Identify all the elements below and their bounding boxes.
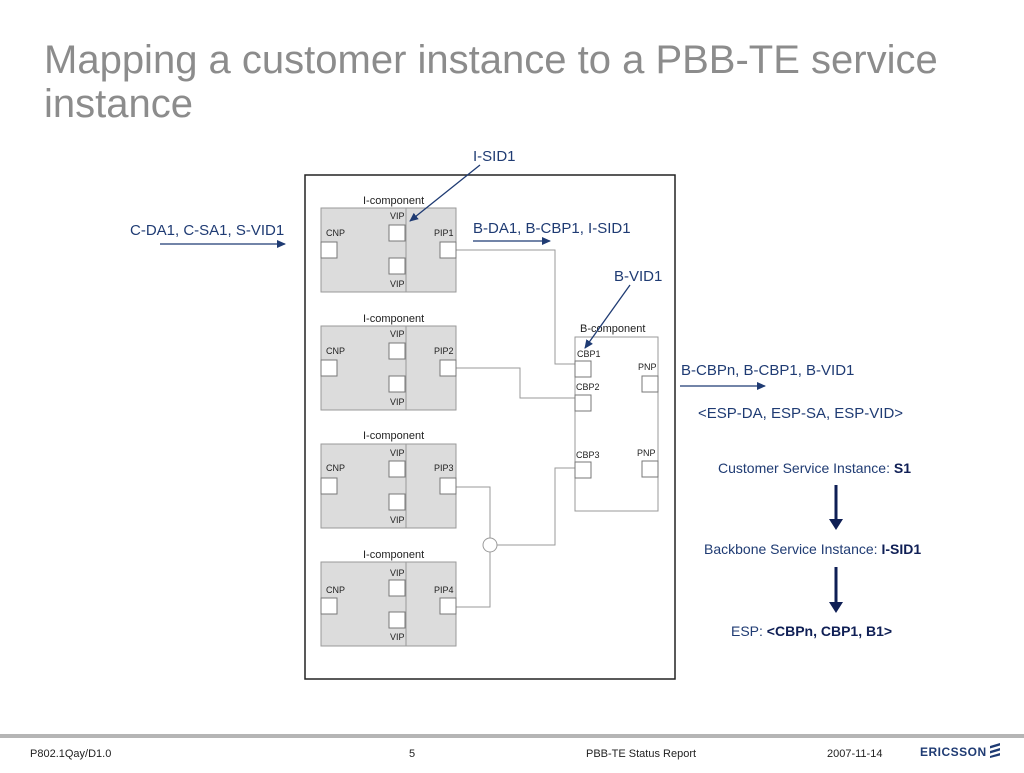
i-component-title: I-component	[363, 430, 424, 442]
pip-label: PIP4	[434, 585, 454, 595]
slide-title: Mapping a customer instance to a PBB-TE …	[44, 38, 938, 126]
vip-top-label: VIP	[390, 211, 405, 221]
cnp-label: CNP	[326, 585, 345, 595]
backbone-service-instance: Backbone Service Instance: I-SID1	[704, 541, 921, 557]
backbone-out-label: B-CBPn, B-CBP1, B-VID1	[681, 362, 854, 379]
cnp-port	[320, 241, 338, 259]
customer-frame-label: C-DA1, C-SA1, S-VID1	[130, 222, 284, 239]
mapping-arrows	[829, 485, 843, 613]
junction-node	[482, 537, 498, 553]
vip-top-label: VIP	[390, 329, 405, 339]
pnp-port	[641, 375, 659, 393]
cbp3-port	[574, 461, 592, 479]
i-component-title: I-component	[363, 195, 424, 207]
i-component-title: I-component	[363, 313, 424, 325]
footer-page-number: 5	[409, 748, 416, 760]
vip-top-label: VIP	[390, 448, 405, 458]
pnp-port	[641, 460, 659, 478]
cbp1-label: CBP1	[577, 349, 601, 359]
pip-port	[439, 477, 457, 495]
pip-port	[439, 241, 457, 259]
esp-tuple-label: <ESP-DA, ESP-SA, ESP-VID>	[698, 405, 903, 422]
cnp-port	[320, 359, 338, 377]
isid-arrow	[409, 164, 481, 222]
cnp-label: CNP	[326, 463, 345, 473]
footer-doc-id: P802.1Qay/D1.0	[30, 748, 112, 760]
bvid-arrow	[584, 284, 631, 349]
customer-service-instance-value: S1	[893, 460, 911, 476]
pip-cbp-connectors	[456, 249, 575, 608]
vip-bottom-label: VIP	[390, 632, 405, 642]
footer-divider	[0, 734, 1024, 738]
pnp-label: PNP	[637, 448, 656, 458]
i-component-3: I-component VIP CNP PIP3 VIP	[320, 430, 457, 529]
customer-service-instance: Customer Service Instance: S1	[718, 460, 911, 476]
pip-label: PIP3	[434, 463, 454, 473]
ericsson-logo-text: ERICSSON	[920, 745, 987, 759]
b-component: B-component CBP1 CBP2 CBP3 PNP PNP	[574, 323, 659, 512]
i-component-title: I-component	[363, 549, 424, 561]
vip-bottom-label: VIP	[390, 397, 405, 407]
customer-service-instance-prefix: Customer Service Instance:	[718, 460, 894, 476]
cbp2-port	[574, 394, 592, 412]
cbp1-port	[574, 360, 592, 378]
esp-instance: ESP: <CBPn, CBP1, B1>	[731, 623, 892, 639]
backbone-frame-label: B-DA1, B-CBP1, I-SID1	[473, 220, 631, 237]
cnp-port	[320, 477, 338, 495]
isid-label: I-SID1	[473, 148, 516, 165]
pip-label: PIP2	[434, 346, 454, 356]
pip-port	[439, 359, 457, 377]
footer-date: 2007-11-14	[827, 748, 883, 760]
cbp2-label: CBP2	[576, 382, 600, 392]
ericsson-logo-icon	[990, 743, 1000, 758]
b-component-title: B-component	[580, 323, 645, 335]
pip-label: PIP1	[434, 228, 454, 238]
vip-top-label: VIP	[390, 568, 405, 578]
vip-bottom-label: VIP	[390, 515, 405, 525]
esp-instance-prefix: ESP:	[731, 623, 767, 639]
pnp-label: PNP	[638, 362, 657, 372]
cbp3-label: CBP3	[576, 450, 600, 460]
pip-port	[439, 597, 457, 615]
backbone-service-instance-value: I-SID1	[881, 541, 922, 557]
footer-report-title: PBB-TE Status Report	[586, 748, 697, 760]
esp-instance-value: <CBPn, CBP1, B1>	[766, 623, 893, 639]
cnp-label: CNP	[326, 228, 345, 238]
i-component-1: I-component VIP CNP PIP1 VIP	[320, 195, 457, 293]
backbone-service-instance-prefix: Backbone Service Instance:	[704, 541, 882, 557]
cnp-port	[320, 597, 338, 615]
i-component-2: I-component VIP CNP PIP2 VIP	[320, 313, 457, 411]
vip-bottom-label: VIP	[390, 279, 405, 289]
cnp-label: CNP	[326, 346, 345, 356]
i-component-4: I-component VIP CNP PIP4 VIP	[320, 549, 457, 647]
bvid-label: B-VID1	[614, 268, 662, 285]
